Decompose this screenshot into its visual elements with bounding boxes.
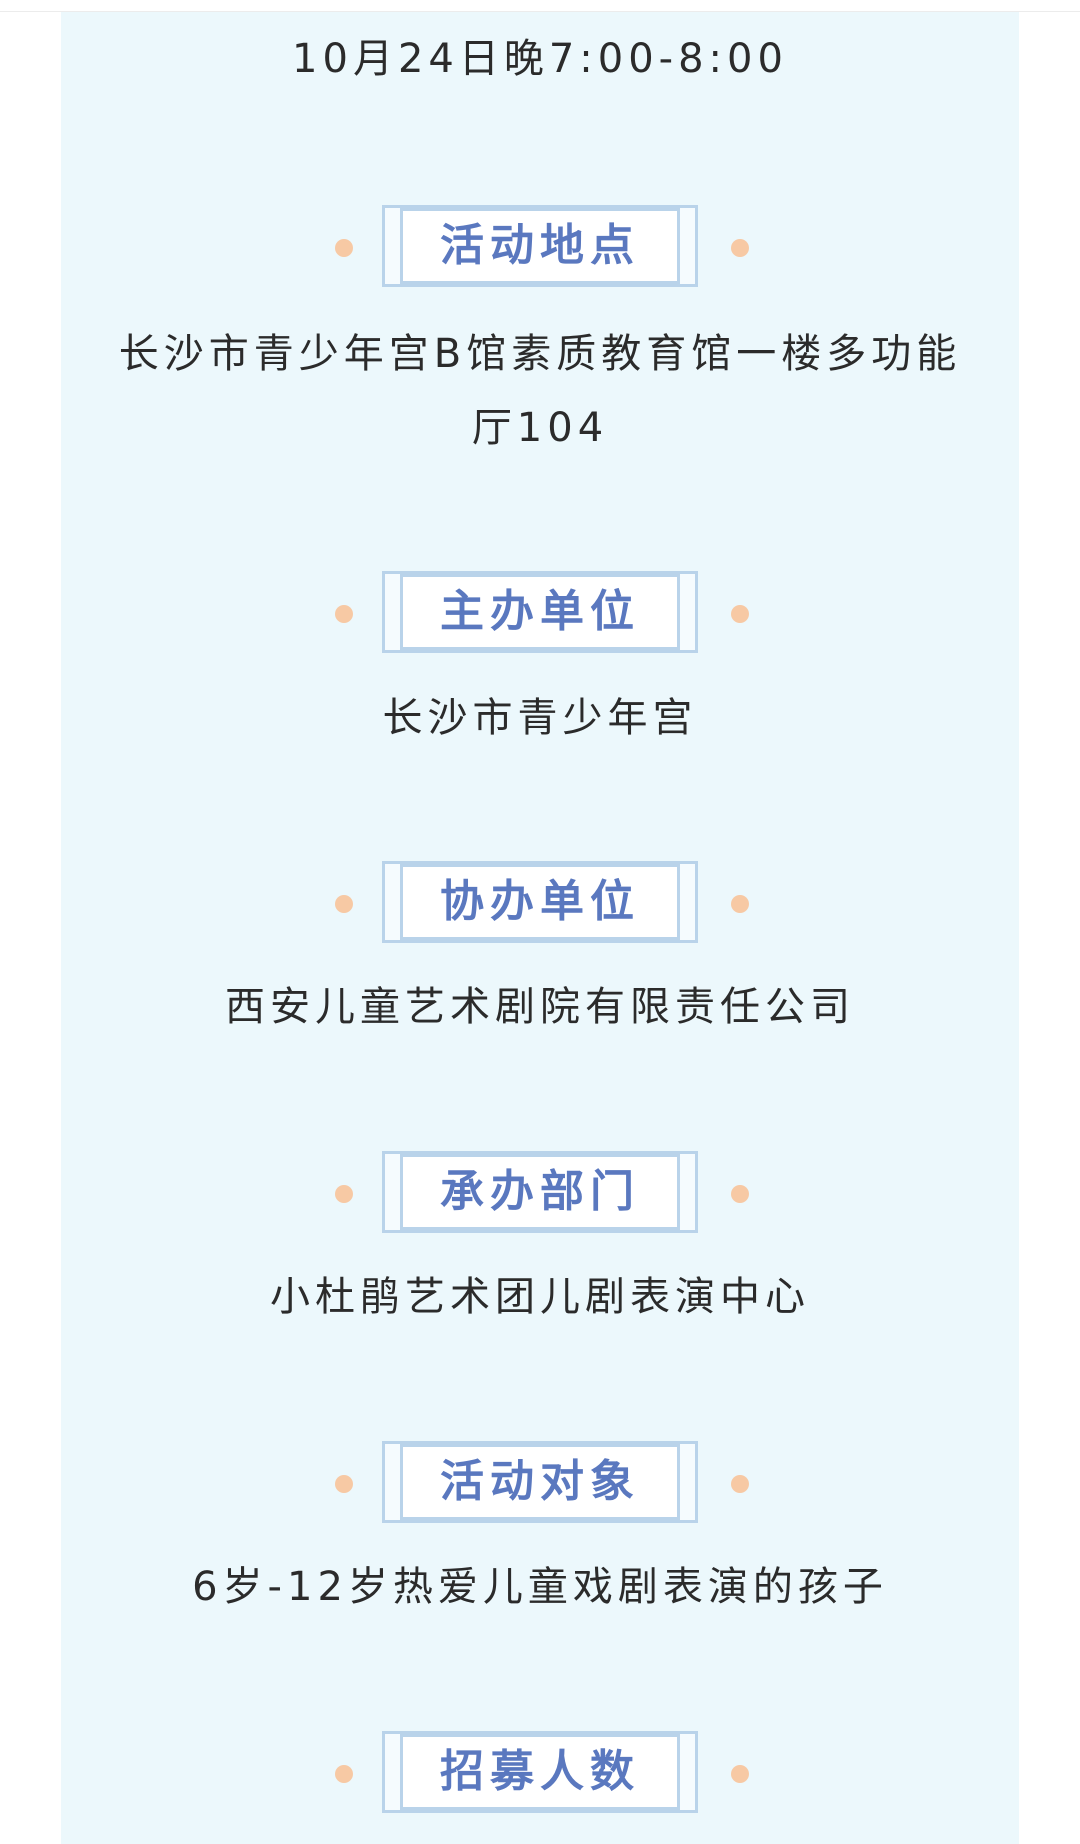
section-heading-undertaker: 承办部门 <box>382 1151 698 1233</box>
heading-frame-inner <box>400 1734 680 1810</box>
heading-frame-inner <box>400 1154 680 1230</box>
left-dot-icon <box>335 239 353 257</box>
left-dot-icon <box>335 605 353 623</box>
section-heading-location: 活动地点 <box>382 205 698 287</box>
section-text: 长沙市青少年宫 <box>382 695 698 741</box>
right-dot-icon <box>731 1765 749 1783</box>
section-heading-organizer: 主办单位 <box>382 571 698 653</box>
right-dot-icon <box>731 1185 749 1203</box>
section-text: 6岁-12岁热爱儿童戏剧表演的孩子 <box>192 1564 888 1610</box>
right-dot-icon <box>731 895 749 913</box>
section-title: 主办单位 <box>440 586 640 637</box>
right-dot-icon <box>731 1475 749 1493</box>
top-divider <box>0 0 1080 12</box>
right-dot-icon <box>731 605 749 623</box>
left-dot-icon <box>335 1185 353 1203</box>
heading-frame-inner <box>400 864 680 940</box>
section-heading-recruitment-count: 招募人数 <box>382 1731 698 1813</box>
section-text: 小杜鹃艺术团儿剧表演中心 <box>270 1274 810 1320</box>
section-title: 活动地点 <box>440 220 640 271</box>
heading-frame-inner <box>400 574 680 650</box>
heading-frame-inner <box>400 208 680 284</box>
right-dot-icon <box>731 239 749 257</box>
section-heading-audience: 活动对象 <box>382 1441 698 1523</box>
section-title: 招募人数 <box>440 1746 640 1797</box>
left-dot-icon <box>335 895 353 913</box>
section-text: 厅104 <box>471 405 609 451</box>
section-title: 承办部门 <box>440 1166 640 1217</box>
section-title: 协办单位 <box>440 876 640 927</box>
event-time: 10月24日晚7:00-8:00 <box>292 36 788 82</box>
event-info-panel: 10月24日晚7:00-8:00 活动地点 长沙市青少年宫B馆素质教育馆一楼多功… <box>61 12 1019 1844</box>
section-text: 长沙市青少年宫B馆素质教育馆一楼多功能 <box>118 331 962 377</box>
section-text: 西安儿童艺术剧院有限责任公司 <box>225 984 855 1030</box>
left-dot-icon <box>335 1475 353 1493</box>
section-heading-co-organizer: 协办单位 <box>382 861 698 943</box>
section-title: 活动对象 <box>440 1456 640 1507</box>
left-dot-icon <box>335 1765 353 1783</box>
heading-frame-inner <box>400 1444 680 1520</box>
